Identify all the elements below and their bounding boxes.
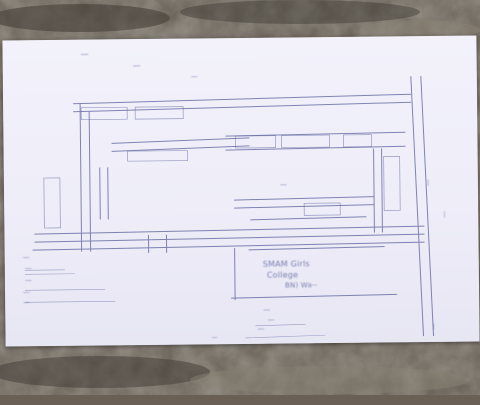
signature-line-1: — — [263, 305, 271, 314]
paper-sheet: — — — — SMAM Girls College BN) Wa-- — — … — [2, 35, 480, 347]
bottom-edge — [0, 395, 480, 405]
signature-line-2: — — [267, 315, 275, 324]
college-label-1: SMAM Girls — [262, 259, 310, 269]
signature-line-4: — — [211, 334, 218, 342]
college-label-2: College — [266, 270, 299, 280]
college-label-3: BN) Wa-- — [284, 281, 318, 290]
left-note-5: — — [23, 298, 31, 307]
header-line-3: — — [190, 72, 199, 81]
right-vertical-label-2: — — [440, 210, 449, 218]
header-line-2: — — [132, 61, 141, 71]
map-drawing — [24, 76, 435, 339]
right-vertical-label-3: — — [429, 322, 438, 331]
left-note-2: — — [24, 264, 33, 273]
left-note-3: — — [24, 276, 33, 285]
header-line-1: — — [80, 49, 89, 59]
left-note-4: — — [23, 288, 31, 297]
left-note-1: — — [22, 253, 30, 262]
center-label: — — [279, 180, 288, 189]
right-vertical-label-1: — — [423, 178, 432, 187]
signature-line-3: — — [257, 324, 265, 333]
